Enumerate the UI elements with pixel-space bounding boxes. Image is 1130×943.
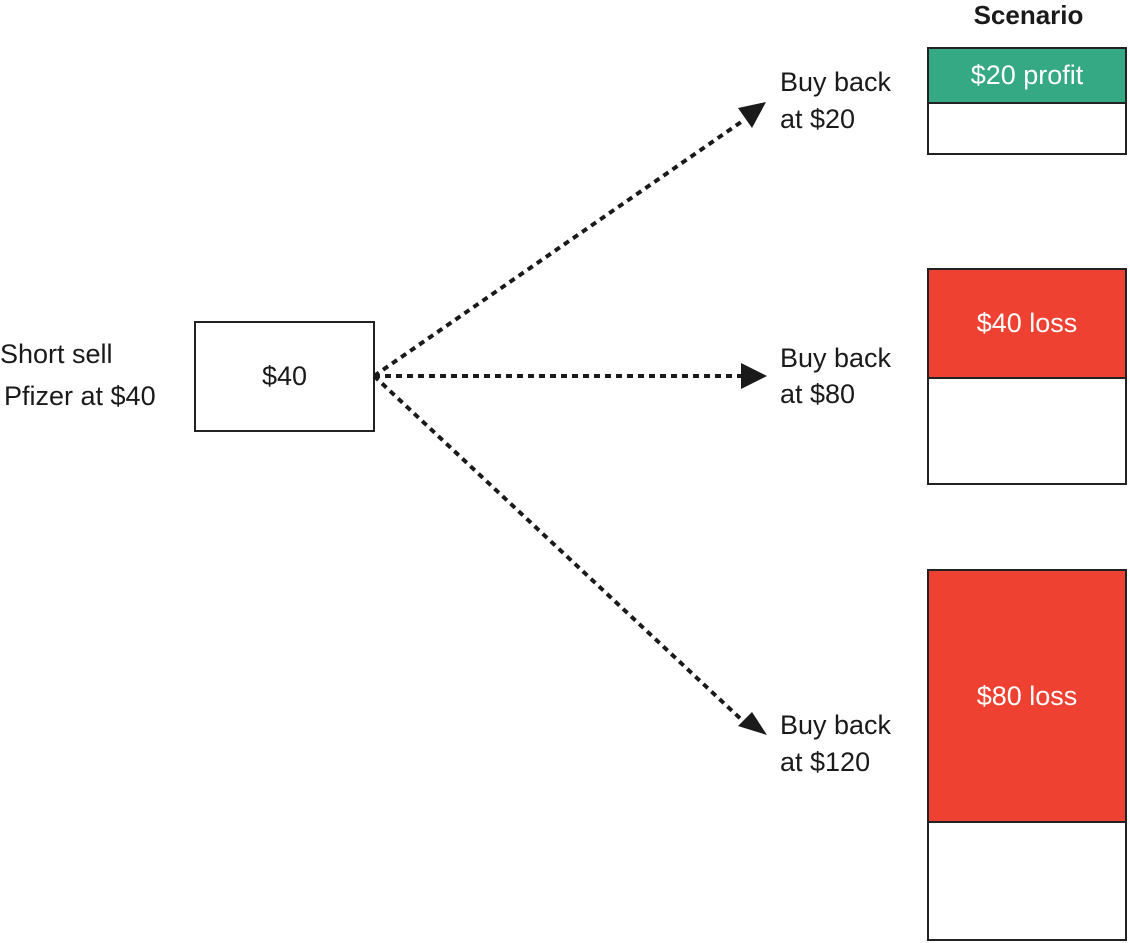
start-price-value: $40 <box>261 361 308 391</box>
outcome-2-line1: Buy back <box>780 343 892 373</box>
short-sell-label-line2: Pfizer at $40 <box>4 381 156 411</box>
arrow-line-buy-20 <box>372 118 746 378</box>
scenario-2-result-text: $40 loss <box>976 308 1078 338</box>
arrowhead-buy-20 <box>738 102 766 128</box>
outcome-1-line2: at $20 <box>780 104 856 134</box>
outcome-3-line1: Buy back <box>780 710 892 740</box>
arrow-line-buy-120 <box>372 374 746 724</box>
scenario-3-result: $80 loss <box>929 571 1125 823</box>
arrowhead-buy-80 <box>741 363 767 389</box>
outcome-3-line2: at $120 <box>780 747 871 777</box>
scenario-header: Scenario <box>973 0 1084 30</box>
scenario-2-result: $40 loss <box>929 270 1125 379</box>
scenario-3-result-text: $80 loss <box>976 680 1078 711</box>
scenario-box-1: $20 profit <box>927 47 1127 155</box>
start-price-box: $40 <box>194 321 375 432</box>
outcome-2-line2: at $80 <box>780 379 856 409</box>
short-sell-label-line1: Short sell <box>0 339 113 369</box>
scenario-1-result-text: $20 profit <box>970 60 1084 90</box>
scenario-box-2: $40 loss <box>927 268 1127 485</box>
arrowhead-buy-120 <box>738 712 767 735</box>
outcome-1-line1: Buy back <box>780 67 892 97</box>
scenario-box-3: $80 loss <box>927 569 1127 941</box>
scenario-1-result: $20 profit <box>929 49 1125 104</box>
